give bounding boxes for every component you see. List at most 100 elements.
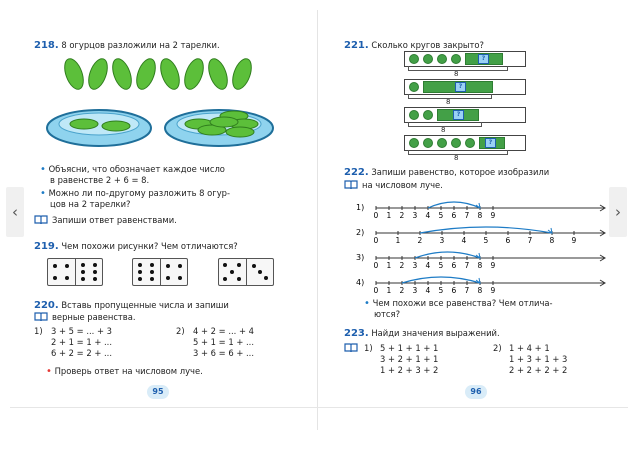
equation-row: 5 + 1 = 1 + ... xyxy=(193,337,254,347)
expression-row: 1 + 2 + 3 + 2 xyxy=(380,365,439,375)
tick-label: 1 xyxy=(387,286,392,295)
chevron-right-icon: › xyxy=(615,203,621,221)
equation-row: 3 + 5 = ... + 3 xyxy=(51,326,112,336)
bullet-icon: • xyxy=(40,164,46,175)
line-label: 3) xyxy=(356,253,364,262)
bullet-icon: • xyxy=(40,188,46,199)
cucumber-icon xyxy=(69,118,99,130)
circle-icon xyxy=(409,82,419,92)
expression-row: 1 + 4 + 1 xyxy=(509,343,550,353)
tick-label: 8 xyxy=(478,261,483,270)
tick-label: 0 xyxy=(374,261,379,270)
die-face xyxy=(219,259,245,285)
page-divider xyxy=(317,10,318,430)
equation-row: 3 + 6 = 6 + ... xyxy=(193,348,254,358)
circle-icon xyxy=(423,138,433,148)
tick-label: 7 xyxy=(528,236,533,245)
total-label: 8 xyxy=(441,126,446,134)
book-icon xyxy=(344,180,358,190)
jump-arc xyxy=(414,251,481,259)
tick-label: 7 xyxy=(465,261,470,270)
die-face xyxy=(246,259,273,285)
circle-icon xyxy=(451,54,461,64)
tick-label: 5 xyxy=(484,236,489,245)
dice-pair xyxy=(218,258,274,286)
bullet-other-way-line2: цов на 2 тарелки? xyxy=(50,199,131,209)
cucumber-icon xyxy=(209,116,239,128)
tick-label: 3 xyxy=(413,211,418,220)
die-face xyxy=(133,259,159,285)
tick-label: 6 xyxy=(452,261,457,270)
die-face xyxy=(160,259,187,285)
bullet-text-line: Чем похожи все равенства? Чем отлича- xyxy=(372,298,553,308)
tick-label: 6 xyxy=(452,286,457,295)
expression-row: 3 + 2 + 1 + 1 xyxy=(380,354,439,364)
bottom-rule xyxy=(10,407,628,408)
tick-label: 3 xyxy=(440,236,445,245)
cucumber-icon xyxy=(64,58,84,90)
circle-icon xyxy=(451,138,461,148)
task-223: 223. Найди значения выражений. xyxy=(344,328,500,339)
total-brace xyxy=(408,150,508,155)
tick-label: 9 xyxy=(491,261,496,270)
book-icon xyxy=(34,215,48,225)
next-page-button[interactable]: › xyxy=(609,187,627,237)
line-label: 1) xyxy=(356,203,364,212)
task-text: Вставь пропущенные числа и запиши xyxy=(61,300,229,310)
total-label: 8 xyxy=(446,98,451,106)
jump-arc xyxy=(427,201,481,209)
dice-pair xyxy=(132,258,188,286)
line-label: 4) xyxy=(356,278,364,287)
circle-icon xyxy=(465,138,475,148)
tick-label: 1 xyxy=(396,236,401,245)
expression-col1-label: 1) xyxy=(364,343,373,353)
tick-label: 9 xyxy=(491,286,496,295)
tick-label: 9 xyxy=(572,236,577,245)
write-answer-text: Запиши ответ равенствами. xyxy=(52,215,177,225)
tick-label: 5 xyxy=(439,261,444,270)
circle-row: ? xyxy=(404,79,526,95)
cucumber-icon xyxy=(88,58,108,90)
arrow-icon xyxy=(599,254,606,262)
book-icon xyxy=(344,343,358,353)
tick-label: 2 xyxy=(400,261,405,270)
task-219: 219. Чем похожи рисунки? Чем отличаются? xyxy=(34,241,238,252)
tick-label: 8 xyxy=(478,211,483,220)
question-box: ? xyxy=(485,138,496,148)
tick-label: 8 xyxy=(550,236,555,245)
task-number: 223. xyxy=(344,328,369,339)
total-brace xyxy=(408,66,508,71)
page-number: 96 xyxy=(465,385,487,399)
tick-label: 3 xyxy=(413,286,418,295)
tick-label: 5 xyxy=(439,286,444,295)
cucumber-icon xyxy=(136,58,156,90)
task-text: Сколько кругов закрыто? xyxy=(371,40,484,50)
tick-label: 8 xyxy=(478,286,483,295)
prev-page-button[interactable]: ‹ xyxy=(6,187,24,237)
question-box: ? xyxy=(453,110,464,120)
task-text: 8 огурцов разложили на 2 тарелки. xyxy=(61,40,220,50)
circle-icon xyxy=(423,110,433,120)
tick-label: 2 xyxy=(418,236,423,245)
tick-label: 6 xyxy=(506,236,511,245)
tick-label: 2 xyxy=(400,211,405,220)
equation-col1-label: 1) xyxy=(34,326,43,336)
question-bullet: • Чем похожи все равенства? Чем отлича- xyxy=(364,298,553,309)
tick-label: 4 xyxy=(426,261,431,270)
circle-row: ? xyxy=(404,51,526,67)
cucumber-icon xyxy=(112,58,132,90)
bullet-icon: • xyxy=(46,366,52,377)
bullet-icon: • xyxy=(364,298,370,309)
tick-label: 9 xyxy=(491,211,496,220)
expression-col2-label: 2) xyxy=(493,343,502,353)
total-label: 8 xyxy=(454,154,459,162)
arrow-icon xyxy=(599,229,606,237)
tick-label: 0 xyxy=(374,236,379,245)
tick-label: 7 xyxy=(465,286,470,295)
jump-arc xyxy=(401,276,481,284)
cucumber-icon xyxy=(208,58,228,90)
cucumbers-illustration xyxy=(64,58,252,90)
cucumber-icon xyxy=(225,126,255,138)
